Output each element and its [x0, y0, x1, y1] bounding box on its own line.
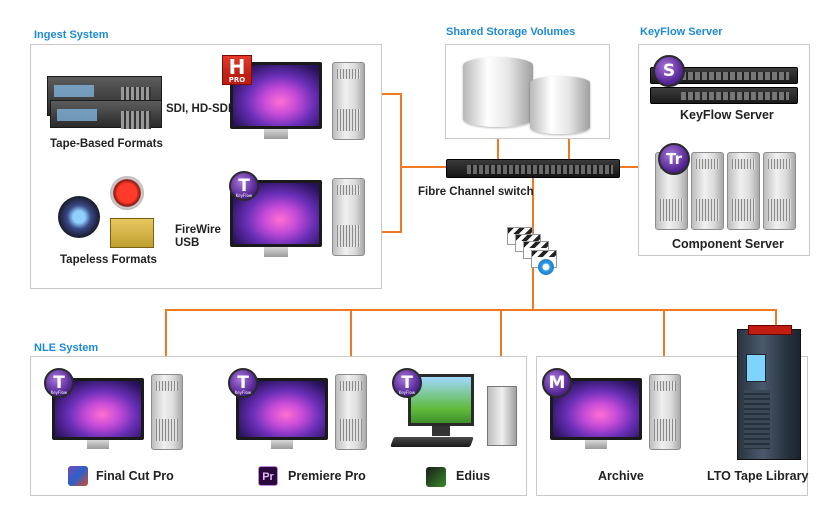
connector-drop-fcp: [165, 309, 167, 373]
premiere-pro-logo-icon: Pr: [258, 466, 278, 486]
connector-ingest-v: [400, 93, 402, 233]
final-cut-pro-label: Final Cut Pro: [96, 469, 174, 483]
mac-pro-tower-icon: [332, 178, 365, 256]
connector-ingest-bottom-h: [367, 231, 401, 233]
p2-card-icon: [110, 218, 154, 248]
connector-storage-right: [568, 133, 570, 159]
mac-pro-tower-icon: [332, 62, 365, 140]
pc-tower-icon: [487, 386, 517, 446]
connector-drop-archive: [663, 309, 665, 373]
keyflow-panel-title: KeyFlow Server: [640, 26, 723, 38]
storage-volume-icon: [463, 57, 533, 127]
monitor-stand: [264, 129, 288, 139]
keyboard-icon: [390, 437, 474, 447]
keyflow-server-label: KeyFlow Server: [680, 108, 774, 122]
component-server-tower-icon-4: [763, 152, 796, 230]
keyflow-m-badge-icon: M: [542, 368, 572, 398]
fibre-channel-switch-label: Fibre Channel switch: [418, 186, 534, 198]
storage-panel-title: Shared Storage Volumes: [446, 26, 576, 38]
fibre-channel-switch-icon: [446, 159, 620, 178]
server-rack-unit-icon-2: [650, 87, 798, 104]
server-rack-unit-icon: [650, 67, 798, 84]
lto-tape-library-icon: [737, 329, 801, 460]
component-server-tower-icon-2: [691, 152, 724, 230]
sdi-connection-label: SDI, HD-SDI: [166, 103, 232, 115]
ingest-panel-title: Ingest System: [34, 29, 109, 41]
quicktime-icon: [538, 259, 554, 275]
monitor-stand: [271, 440, 293, 449]
tapeless-formats-label: Tapeless Formats: [60, 254, 157, 266]
connector-storage-left: [497, 133, 499, 159]
connector-drop-lto: [775, 309, 777, 333]
monitor-screen: [236, 378, 328, 440]
component-server-label: Component Server: [672, 237, 784, 251]
xdcam-disc-icon: [58, 196, 100, 238]
connector-switch-to-keyflow: [618, 166, 640, 168]
edius-logo-icon: [426, 467, 446, 487]
premiere-pro-label: Premiere Pro: [288, 469, 366, 483]
component-server-tower-icon-3: [727, 152, 760, 230]
keyflow-tr-badge-icon: Tr: [658, 143, 690, 175]
monitor-screen: [550, 378, 642, 440]
firewire-label: FireWire: [175, 224, 221, 236]
edius-label: Edius: [456, 469, 491, 483]
monitor-screen: [52, 378, 144, 440]
usb-label: USB: [175, 237, 200, 249]
mac-pro-tower-icon: [335, 374, 367, 450]
keyflow-s-badge-icon: S: [653, 55, 685, 87]
connector-nle-bus: [165, 309, 776, 311]
lto-tape-library-label: LTO Tape Library: [707, 469, 809, 483]
mac-pro-tower-icon: [649, 374, 681, 450]
tape-based-formats-label: Tape-Based Formats: [50, 138, 163, 150]
nle-panel-title: NLE System: [34, 342, 99, 354]
connector-drop-edius: [500, 309, 502, 383]
record-button-icon: [110, 176, 144, 210]
tape-deck-icon-2: [50, 100, 162, 129]
monitor-stand: [585, 440, 607, 449]
storage-volume-icon-2: [530, 76, 590, 134]
monitor-stand: [87, 440, 109, 449]
monitor-stand: [264, 247, 288, 257]
lto-top-panel: [748, 325, 792, 335]
connector-ingest-to-switch: [400, 166, 448, 168]
connector-ingest-top-h: [367, 93, 401, 95]
final-cut-pro-logo-icon: [68, 466, 88, 486]
mac-pro-tower-icon: [151, 374, 183, 450]
archive-label: Archive: [598, 469, 644, 483]
connector-drop-premiere: [350, 309, 352, 373]
pc-monitor-stand: [432, 426, 450, 436]
